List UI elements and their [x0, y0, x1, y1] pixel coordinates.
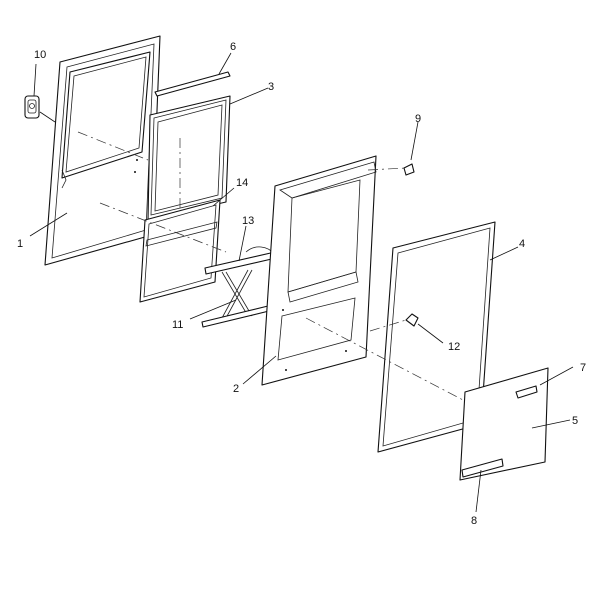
callout-2: 2: [233, 383, 239, 395]
part-14-screen-frame: [139, 199, 221, 303]
part-11-scissor-support: [201, 269, 270, 328]
callout-7: 7: [580, 362, 586, 374]
callout-3: 3: [268, 81, 274, 93]
callout-13: 13: [242, 215, 254, 227]
part-3-window-frame: [147, 95, 231, 221]
callout-4: 4: [519, 238, 525, 250]
callout-9: 9: [415, 113, 421, 125]
part-1-outer-door-panel: [44, 35, 161, 266]
callout-1: 1: [17, 238, 23, 250]
part-8-bottom-bracket: [461, 458, 504, 478]
callout-14: 14: [236, 177, 248, 189]
callout-12: 12: [448, 341, 460, 353]
part-7-handle: [515, 385, 538, 399]
part-6-rod: [154, 71, 231, 97]
alignment-lines: [77, 131, 466, 402]
callout-10: 10: [34, 49, 46, 61]
callout-11: 11: [172, 319, 183, 331]
callout-5: 5: [572, 415, 578, 427]
callout-6: 6: [230, 41, 236, 53]
callout-8: 8: [471, 515, 477, 527]
part-12-catch: [405, 313, 419, 327]
part-10-latch: [24, 95, 40, 119]
part-9-clip: [403, 163, 415, 176]
part-2-inner-door-liner: [261, 155, 377, 386]
leader-lines: [29, 52, 574, 513]
callout-labels: 1 2 3 4 5 6 7 8 9 10 11 12 13 14: [17, 41, 586, 527]
